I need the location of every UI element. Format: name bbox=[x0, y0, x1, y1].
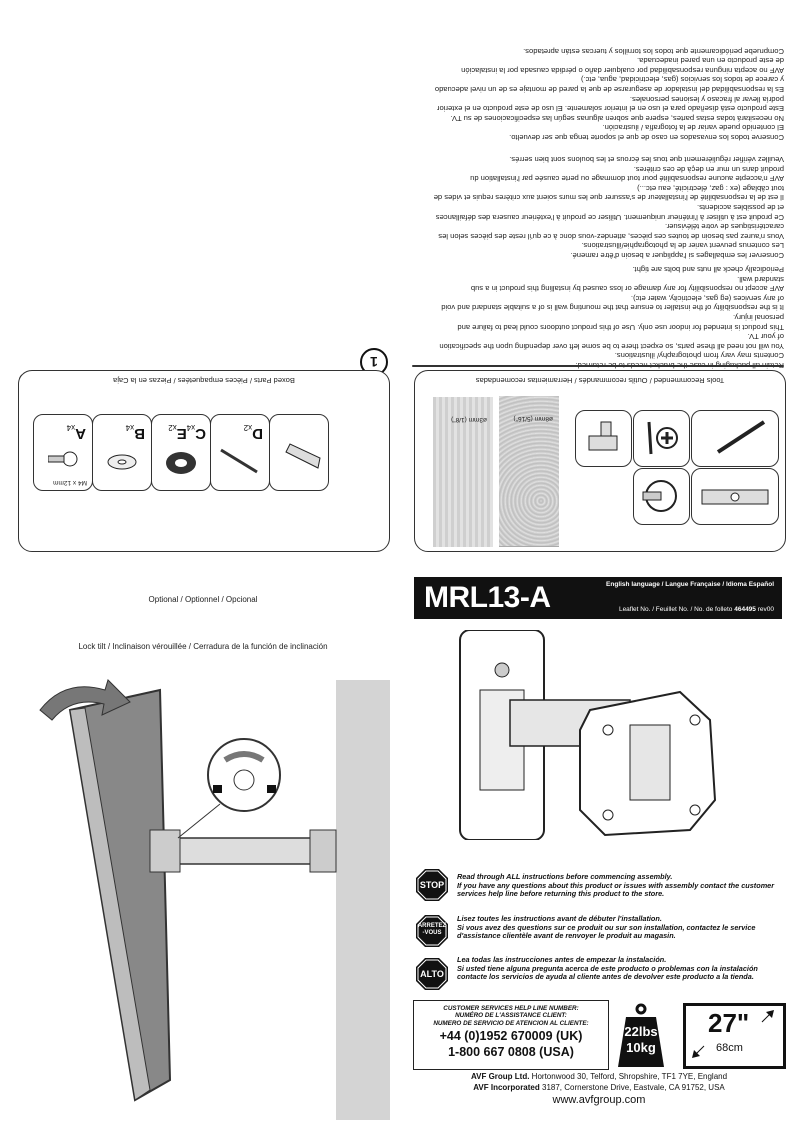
weight-lbs: 22lbs bbox=[624, 1024, 658, 1039]
part-b-letter: B bbox=[134, 425, 145, 442]
part-d-letter: D bbox=[252, 425, 263, 442]
stop-sign-label: STOP bbox=[419, 880, 445, 890]
warning-english-line2: If you have any questions about this pro… bbox=[457, 880, 775, 899]
warning-spanish-line1: Lea todas las instrucciones antes de emp… bbox=[457, 955, 667, 964]
drill-bit-3mm: ø3mm (1/8") bbox=[451, 416, 487, 423]
part-c-qty: x4 bbox=[186, 423, 196, 432]
tool-tile-tape bbox=[633, 468, 690, 525]
step-number: 1 bbox=[370, 354, 378, 370]
part-a-qty: x4 bbox=[66, 423, 76, 432]
weight-icon bbox=[618, 1003, 664, 1067]
tape-measure-icon bbox=[642, 480, 677, 512]
service-title-es: NUMERO DE SERVICIO DE ATENCION AL CLIENT… bbox=[433, 1019, 589, 1027]
unlock-icon bbox=[213, 785, 222, 793]
arretez-sign-label: ARRETEZ -VOUS bbox=[417, 923, 447, 936]
website-link[interactable]: www.avfgroup.com bbox=[552, 1094, 646, 1106]
uk-address: Hortonwood 30, Telford, Shropshire, TF1 … bbox=[529, 1072, 728, 1081]
drill-bit-masonry: ø8mm (5/16") bbox=[499, 396, 559, 547]
lock-tilt-label: Lock tilt / Inclinaison vérouillée / Cer… bbox=[78, 642, 328, 651]
tools-panel: Tools Recommended / Outils recommandés /… bbox=[414, 370, 786, 552]
screen-size-box: 27" 68cm bbox=[683, 1003, 786, 1069]
product-illustration bbox=[459, 630, 717, 840]
service-title-en: CUSTOMER SERVICES HELP LINE NUMBER: bbox=[443, 1005, 579, 1012]
safety-text-spanish: Conserve todos los envasados en caso de … bbox=[434, 46, 784, 142]
leaflet-prefix: Leaflet No. / Feuillet No. / No. de foll… bbox=[618, 606, 733, 613]
rotate-arrow-icon bbox=[223, 751, 265, 763]
drill-icon bbox=[588, 421, 618, 451]
part-b-qty: x4 bbox=[125, 423, 135, 432]
wall-plug-icon bbox=[285, 443, 321, 469]
leaflet-rev: rev00 bbox=[757, 606, 774, 613]
part-tile-d: Dx2 bbox=[210, 414, 270, 491]
screen-size-cm: 68cm bbox=[716, 1042, 743, 1054]
screen-size-inches: 27" bbox=[708, 1008, 750, 1038]
pencil-icon bbox=[716, 420, 766, 454]
part-tile-wall-plug bbox=[269, 414, 329, 491]
service-title-fr: NUMÉRO DE L'ASSISTANCE CLIENT: bbox=[455, 1012, 567, 1020]
washer-icon bbox=[107, 454, 137, 470]
part-a-letter: A bbox=[75, 425, 86, 442]
weight-kg: 10kg bbox=[626, 1040, 656, 1055]
customer-service-box: CUSTOMER SERVICES HELP LINE NUMBER: NUMÉ… bbox=[413, 1000, 609, 1070]
us-address: 3187, Cornerstone Drive, Eastvale, CA 91… bbox=[539, 1083, 725, 1092]
part-tile-a: Ax4 M4 x 12mm bbox=[33, 414, 93, 491]
uk-company: AVF Group Ltd. bbox=[470, 1072, 530, 1081]
tool-tile-pencil bbox=[691, 410, 779, 467]
boxed-parts-panel: Boxed Parts / Pièces empaquetées / Pieza… bbox=[18, 370, 390, 552]
part-c-letter: C bbox=[195, 425, 206, 442]
diagonal-arrow-icon bbox=[692, 1010, 774, 1058]
long-screw-icon bbox=[220, 448, 258, 474]
warning-english-line1: Read through ALL instructions before com… bbox=[457, 872, 673, 881]
phillips-screwdriver-icon bbox=[647, 421, 678, 455]
tilt-arrow-icon bbox=[39, 679, 131, 721]
header-band: MRL13-A English language / Langue França… bbox=[414, 577, 782, 619]
wall-diagram bbox=[336, 680, 390, 1120]
safety-text-french: Conserver les emballages si l'appliquer … bbox=[433, 155, 784, 260]
part-e-qty: x2 bbox=[168, 423, 177, 432]
tool-tile-screwdriver bbox=[633, 410, 690, 467]
lock-tilt-illustration bbox=[39, 679, 390, 1120]
leaflet-line: Leaflet No. / Feuillet No. / No. de foll… bbox=[619, 606, 774, 613]
phone-uk[interactable]: +44 (0)1952 670009 (UK) bbox=[439, 1029, 583, 1044]
warning-french-line2: Si vous avez des questions sur ce produi… bbox=[457, 922, 756, 941]
model-number: MRL13-A bbox=[424, 581, 551, 614]
part-e-letter: E bbox=[176, 425, 187, 442]
address-uk: AVF Group Ltd. Hortonwood 30, Telford, S… bbox=[414, 1072, 784, 1081]
weight-label: 22lbs 10kg bbox=[618, 1024, 664, 1056]
warning-spanish: Lea todas las instrucciones antes de emp… bbox=[457, 955, 782, 982]
tools-caption: Tools Recommended / Outils recommandés /… bbox=[475, 376, 725, 385]
languages-line: English language / Langue Française / Id… bbox=[606, 581, 774, 588]
spacer-ring-icon bbox=[166, 452, 196, 474]
part-tile-b: Bx4 bbox=[92, 414, 152, 491]
spirit-level-icon bbox=[701, 489, 769, 505]
boxed-parts-caption: Boxed Parts / Pièces empaquetées / Pieza… bbox=[113, 376, 295, 385]
address-us: AVF Incorporated 3187, Cornerstone Drive… bbox=[414, 1083, 784, 1092]
part-tile-c-e: Cx4Ex2 bbox=[151, 414, 211, 491]
optional-label: Optional / Optionnel / Opcional bbox=[148, 595, 258, 604]
alto-sign-label: ALTO bbox=[420, 969, 444, 979]
leaflet-number: 464495 bbox=[734, 606, 756, 613]
phone-usa[interactable]: 1-800 667 0808 (USA) bbox=[448, 1045, 574, 1060]
warning-english: Read through ALL instructions before com… bbox=[457, 872, 782, 899]
warning-spanish-line2: Si usted tiene alguna pregunta acerca de… bbox=[457, 963, 758, 982]
screw-icon bbox=[48, 451, 78, 467]
drill-bit-wood: ø3mm (1/8") bbox=[433, 397, 493, 547]
warning-french: Lisez toutes les instructions avant de d… bbox=[457, 914, 782, 941]
lock-icon bbox=[267, 785, 276, 793]
us-company: AVF Incorporated bbox=[473, 1083, 540, 1092]
tool-tile-level bbox=[691, 468, 779, 525]
arretez-sign-icon bbox=[416, 915, 448, 947]
tool-tile-drill bbox=[575, 410, 632, 467]
stop-sign-icon bbox=[416, 869, 448, 901]
drill-bit-8mm: ø8mm (5/16") bbox=[513, 415, 553, 422]
alto-sign-icon bbox=[416, 958, 448, 990]
part-a-note: M4 x 12mm bbox=[53, 479, 87, 486]
warning-french-line1: Lisez toutes les instructions avant de d… bbox=[457, 914, 662, 923]
part-d-qty: x2 bbox=[243, 423, 253, 432]
